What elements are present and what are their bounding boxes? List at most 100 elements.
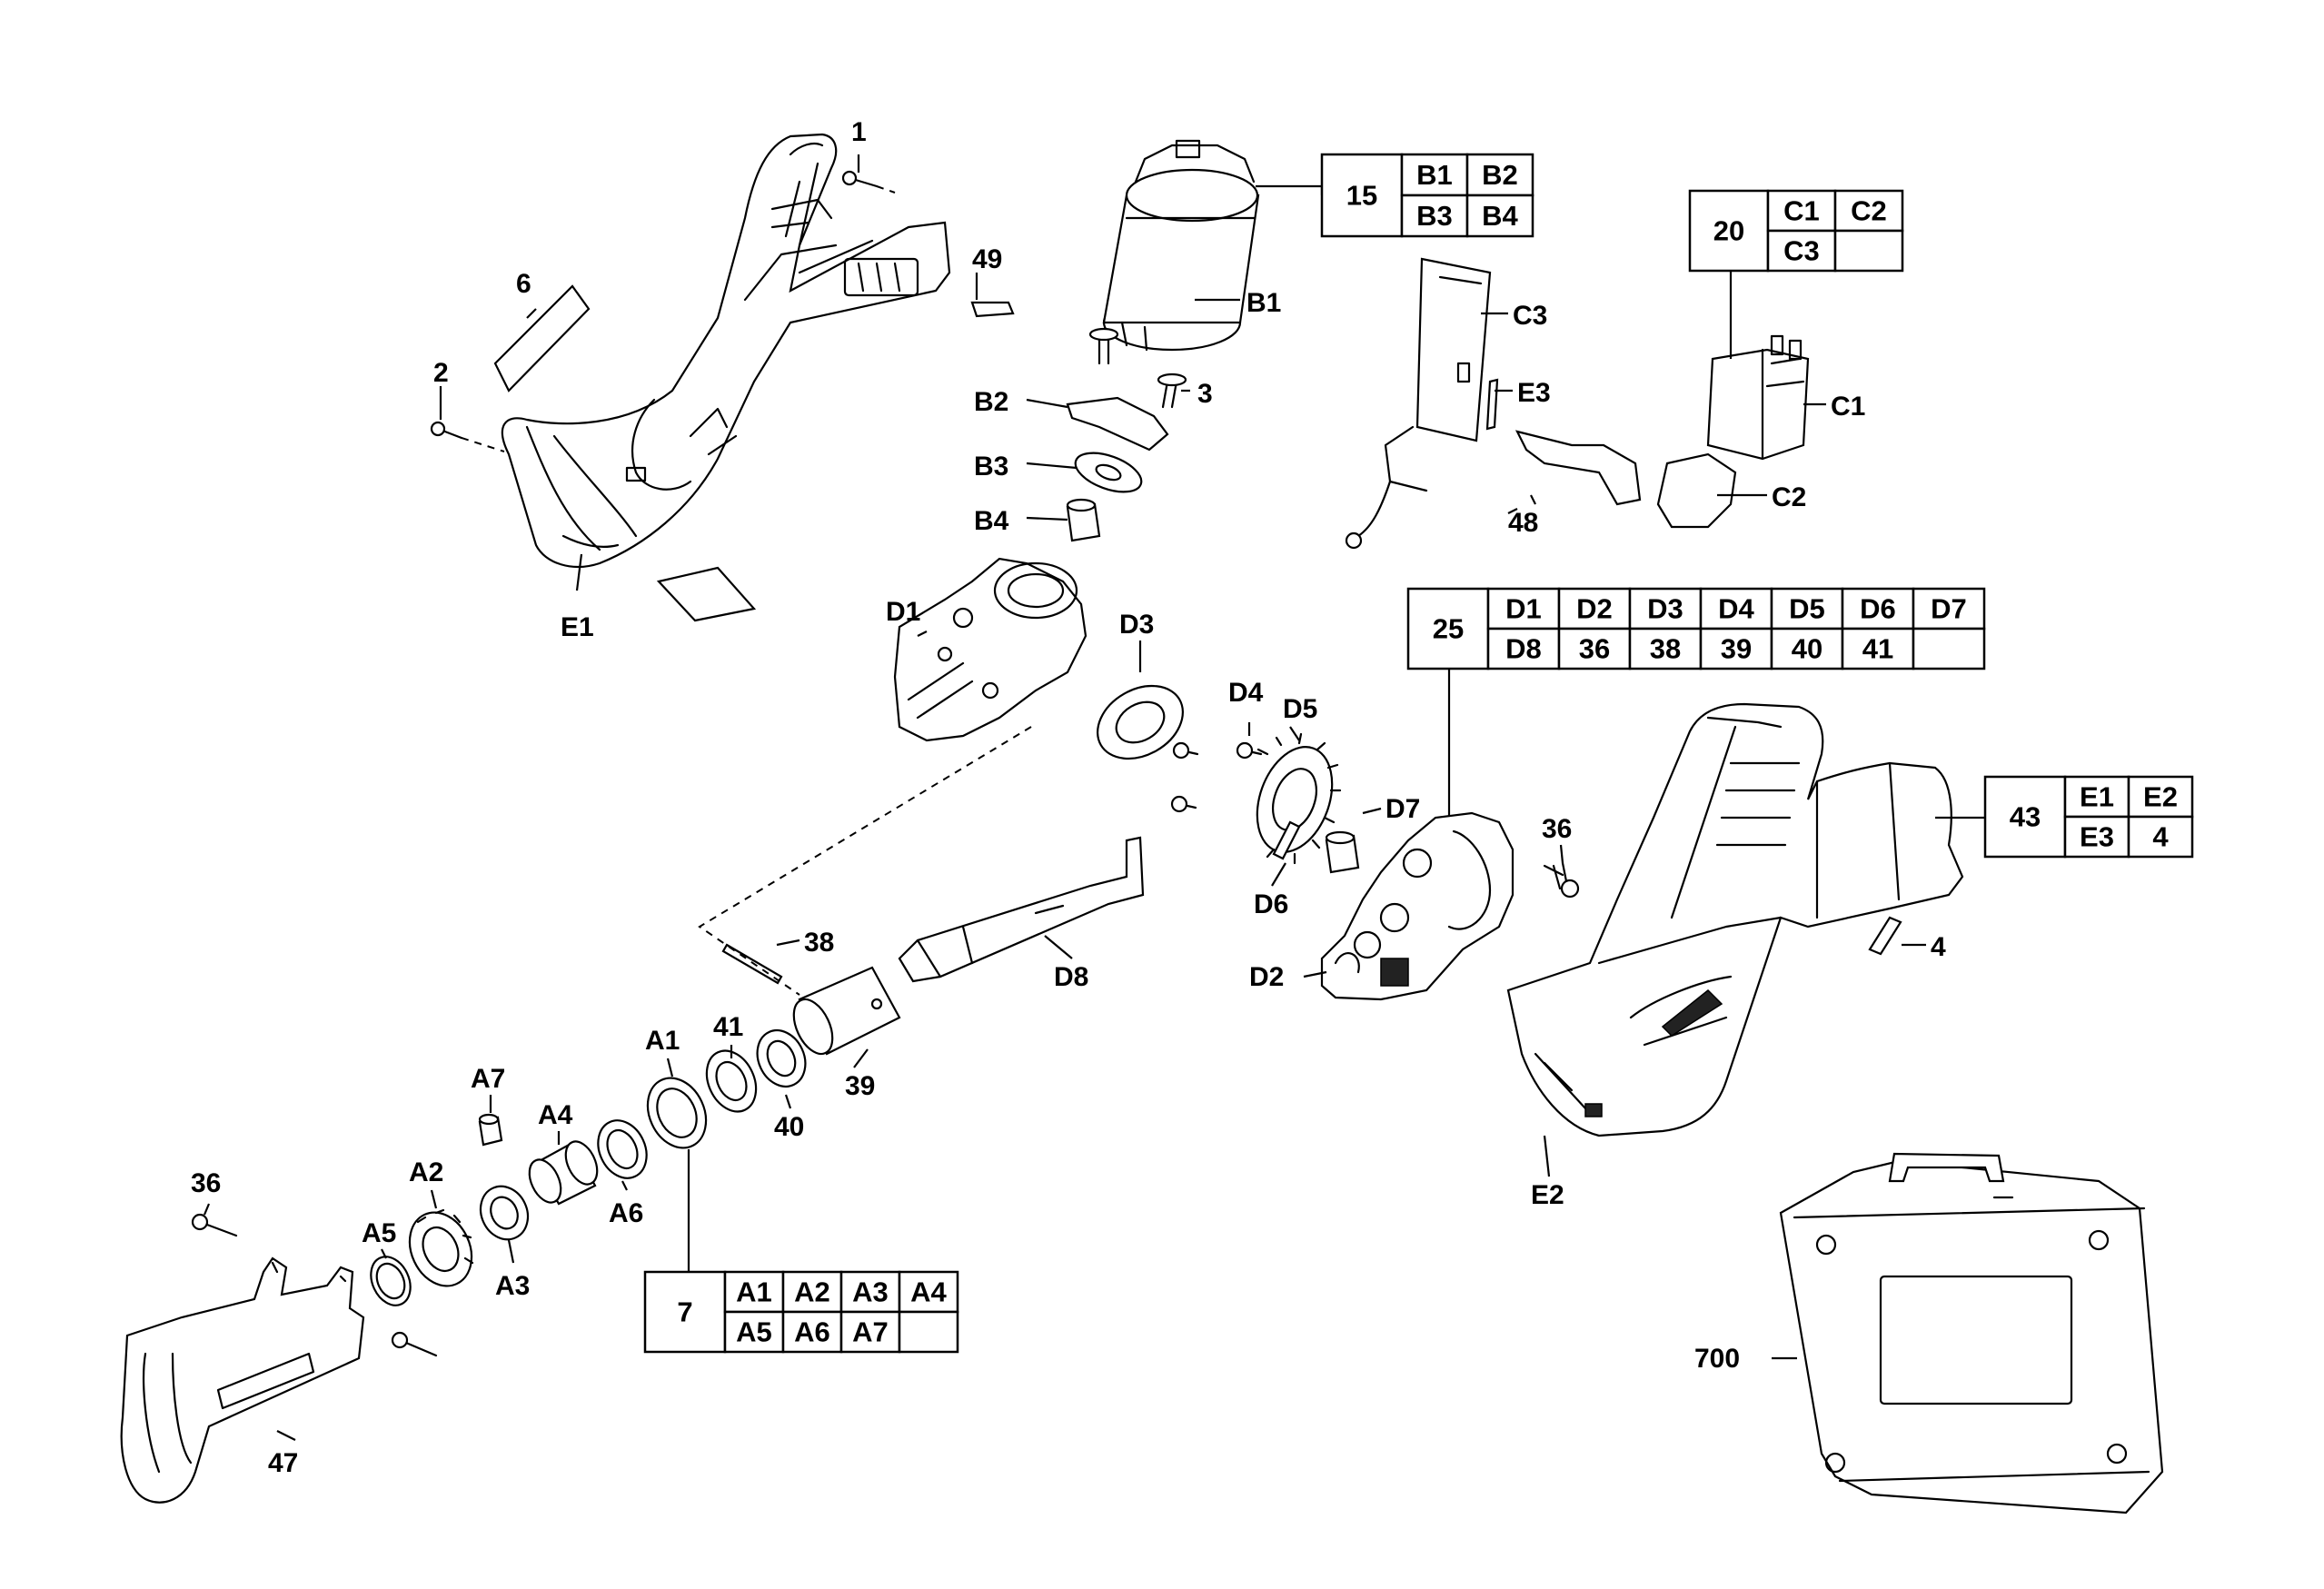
callout-b1: B1 [1246, 288, 1281, 318]
kit-cell: 4 [2152, 821, 2169, 853]
leader-lines [203, 154, 1985, 1441]
callout-36-left: 36 [191, 1168, 221, 1198]
brush-plate-b2 [1066, 396, 1169, 452]
motor-b1 [1102, 139, 1260, 352]
kit-cell: A3 [852, 1276, 889, 1308]
callout-a2: A2 [409, 1157, 443, 1187]
callout-d5: D5 [1283, 694, 1317, 724]
switch-c1 [1706, 334, 1810, 461]
callout-2: 2 [433, 358, 449, 388]
callout-b3: B3 [974, 452, 1008, 482]
screw-d4 [1170, 741, 1263, 813]
carry-case-700 [1779, 1152, 2164, 1515]
sleeve-a4 [528, 1140, 599, 1206]
callout-labels: 1 2 6 49 E1 B1 3 B2 B3 B4 C3 E3 48 C1 C2… [191, 117, 1946, 1478]
pinion-b4 [1066, 498, 1101, 542]
sleeve-39 [792, 966, 901, 1056]
callout-c2: C2 [1772, 482, 1806, 512]
kit-cell: 40 [1792, 633, 1822, 665]
callout-a5: A5 [362, 1218, 396, 1248]
pin-d6 [1272, 820, 1301, 860]
tool-body-e2 [1506, 702, 1964, 1137]
kit-cell: E3 [2080, 821, 2114, 853]
kit-cell: 36 [1579, 633, 1610, 665]
label-sticker [656, 566, 757, 622]
kit-cell: 38 [1650, 633, 1681, 665]
o-ring-a5 [370, 1256, 412, 1306]
callout-c1: C1 [1831, 392, 1865, 422]
callout-40: 40 [774, 1112, 804, 1142]
callout-47: 47 [268, 1448, 298, 1478]
kit-cell: B3 [1416, 200, 1453, 232]
callout-d3: D3 [1119, 610, 1154, 640]
kit-cell: B1 [1416, 159, 1453, 191]
pin-38 [721, 943, 783, 985]
callout-41: 41 [713, 1012, 743, 1042]
callout-a1: A1 [645, 1026, 680, 1056]
callout-6: 6 [516, 269, 531, 299]
callout-d6: D6 [1254, 889, 1288, 919]
kit-id-25: 25 [1433, 613, 1464, 645]
callout-1: 1 [851, 117, 867, 147]
kit-cell: A2 [794, 1276, 830, 1308]
kit-cell: D6 [1860, 593, 1896, 625]
kit-cell: D7 [1931, 593, 1967, 625]
kit-cell: D4 [1718, 593, 1754, 625]
callout-38: 38 [804, 928, 834, 958]
kit-id-20: 20 [1713, 215, 1744, 247]
bearing-d3 [1097, 684, 1184, 760]
screw-3 [1088, 327, 1187, 409]
screw-1 [841, 170, 896, 194]
screw-47 [391, 1331, 438, 1357]
shaft-d8 [898, 836, 1145, 983]
callout-a3: A3 [495, 1271, 530, 1301]
callout-b2: B2 [974, 387, 1008, 417]
clip-a3 [479, 1185, 530, 1241]
callout-b4: B4 [974, 506, 1009, 536]
callout-d2: D2 [1249, 962, 1284, 992]
callout-d1: D1 [886, 597, 920, 627]
callout-d7: D7 [1385, 794, 1420, 824]
kit-cell: A4 [910, 1276, 947, 1308]
kit-cell: A7 [852, 1316, 889, 1348]
pad-49 [970, 301, 1015, 318]
kit-cell: C3 [1783, 235, 1820, 267]
kit-cell: C2 [1851, 195, 1887, 227]
callout-a7: A7 [471, 1064, 505, 1094]
collar-a2 [408, 1208, 474, 1287]
callout-d4: D4 [1228, 678, 1264, 708]
screw-2 [430, 421, 505, 452]
kit-cell: A1 [736, 1276, 772, 1308]
screw-36-right [1543, 861, 1580, 899]
callout-e1: E1 [561, 612, 594, 642]
shoe-47 [120, 1256, 365, 1504]
kit-id-7: 7 [677, 1296, 692, 1328]
washer-40 [756, 1029, 807, 1087]
callout-4: 4 [1931, 932, 1946, 962]
callout-c3: C3 [1513, 301, 1547, 331]
kit-cell: 41 [1862, 633, 1893, 665]
kit-cell: D2 [1576, 593, 1613, 625]
kit-cell: B2 [1482, 159, 1518, 191]
bushing-d7 [1325, 830, 1360, 874]
trigger-c2 [1656, 452, 1737, 529]
callout-700: 700 [1694, 1344, 1740, 1374]
name-plate-4 [1868, 916, 1902, 956]
kit-cell: 39 [1721, 633, 1752, 665]
callout-36-right: 36 [1542, 814, 1572, 844]
pin-a7 [478, 1113, 503, 1147]
kit-cell: E2 [2143, 781, 2178, 813]
callout-48: 48 [1508, 508, 1538, 538]
kit-cell: A5 [736, 1316, 772, 1348]
callout-e3: E3 [1517, 378, 1551, 408]
ring-a6 [597, 1119, 648, 1179]
callout-3: 3 [1197, 379, 1213, 409]
kit-cell: D8 [1505, 633, 1542, 665]
collar-a1 [646, 1077, 708, 1149]
callout-a4: A4 [538, 1100, 573, 1130]
